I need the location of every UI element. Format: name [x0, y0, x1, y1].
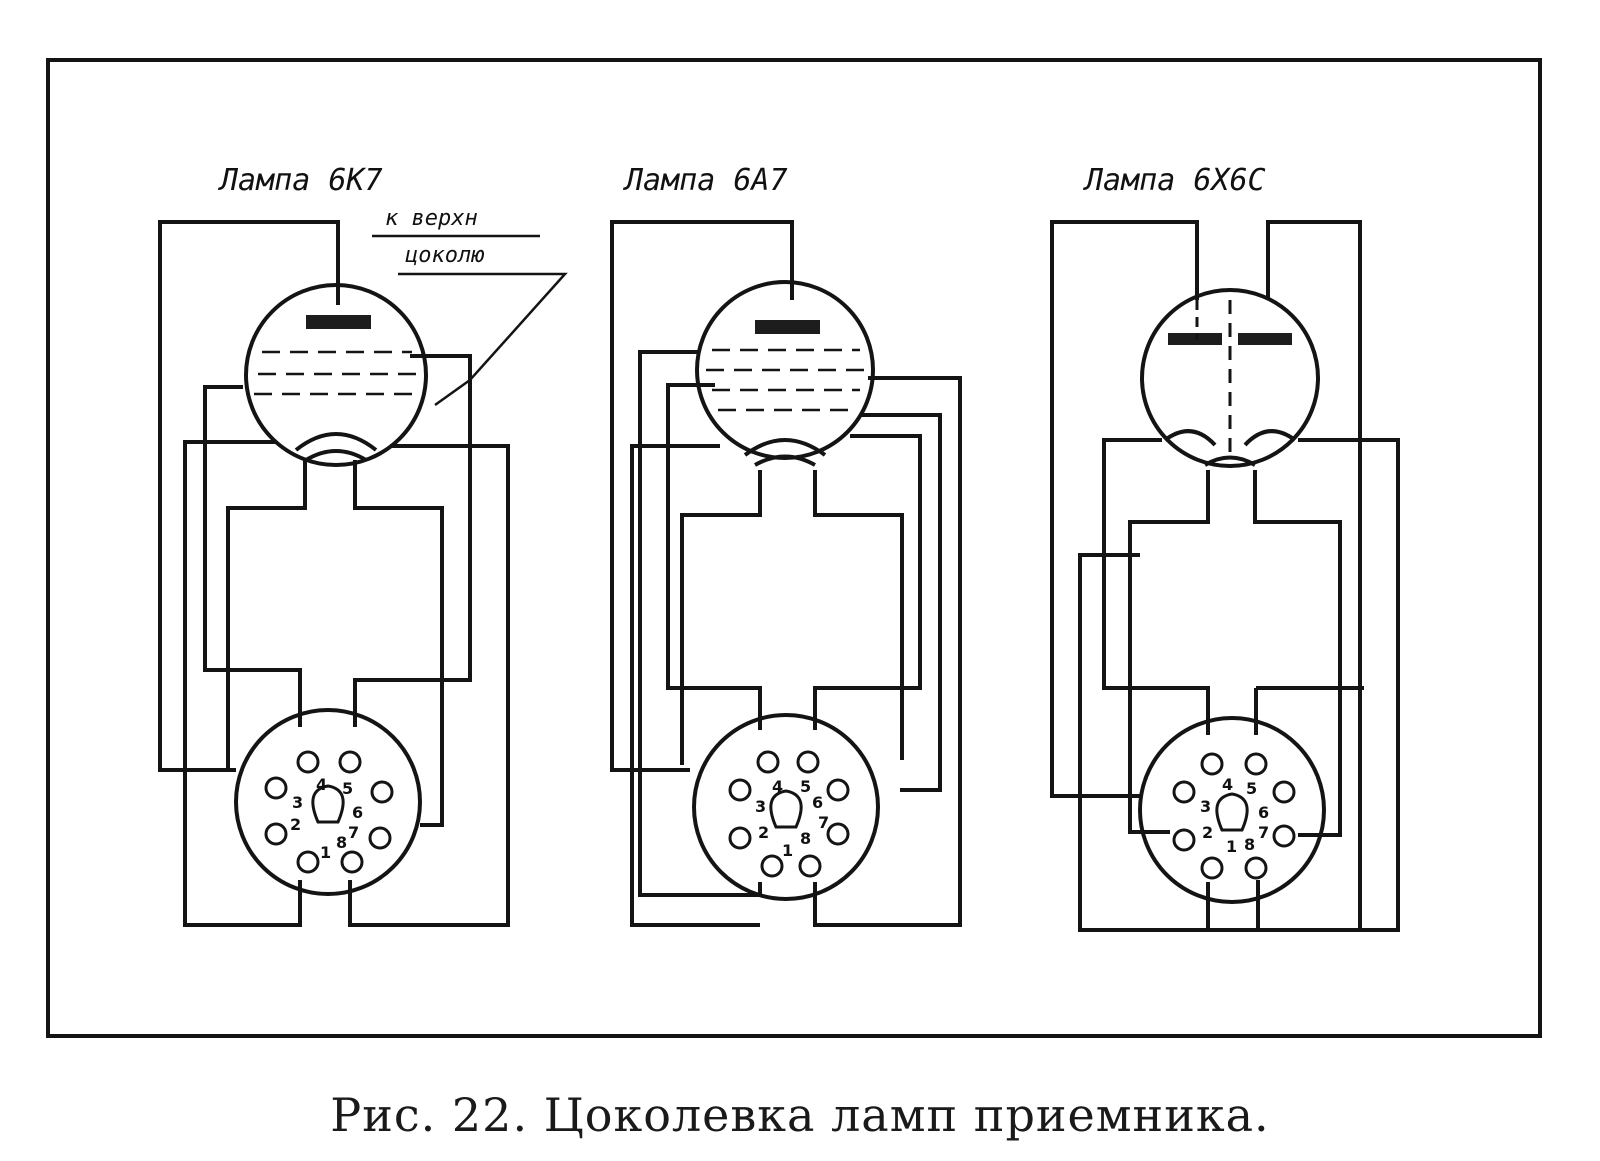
note-leader-line [398, 272, 568, 407]
tube-label-6x6s: Лампа 6Х6С [1082, 163, 1266, 198]
pin-6k7-7: 7 [348, 823, 392, 850]
svg-text:2: 2 [758, 823, 769, 842]
wiring-6k7 [158, 220, 510, 927]
svg-text:7: 7 [348, 823, 359, 842]
svg-text:1: 1 [1226, 837, 1237, 856]
pin-6x6s-4: 4 [1200, 752, 1233, 794]
svg-text:6: 6 [352, 803, 363, 822]
svg-text:2: 2 [1202, 823, 1213, 842]
pin-6a7-3: 3 [728, 778, 766, 816]
pin-6x6s-7: 7 [1258, 823, 1296, 848]
outer-frame [46, 58, 1542, 1038]
tube-label-6a7: Лампа 6А7 [622, 163, 788, 198]
top-cap-note-line2: цоколю [405, 243, 484, 268]
pin-6a7-6: 6 [812, 778, 850, 812]
plate-right-6x6s [1238, 333, 1292, 345]
pin-6x6s-8: 8 [1244, 835, 1268, 880]
pin-6a7-2: 2 [728, 823, 769, 850]
svg-text:8: 8 [336, 833, 347, 852]
pin-6a7-8: 8 [798, 829, 822, 878]
pin-6k7-2: 2 [264, 815, 301, 846]
figure-caption: Рис. 22. Цоколевка ламп приемника. [330, 1088, 1270, 1142]
top-cap-note-line1: к верхн [385, 206, 478, 231]
pin-6k7-4: 4 [296, 750, 327, 794]
svg-text:1: 1 [782, 841, 793, 860]
pin-6x6s-2: 2 [1172, 823, 1213, 852]
pin-6k7-6: 6 [352, 780, 394, 822]
svg-text:8: 8 [1244, 835, 1255, 854]
svg-text:7: 7 [818, 813, 829, 832]
socket-6a7 [692, 713, 880, 901]
top-cap-6a7 [755, 320, 820, 334]
svg-text:3: 3 [1200, 797, 1211, 816]
wiring-6a7 [610, 220, 962, 927]
plate-left-6x6s [1168, 333, 1222, 345]
socket-key-6a7 [769, 789, 803, 829]
pin-6a7-1: 1 [760, 841, 793, 878]
pin-6x6s-5: 5 [1244, 752, 1268, 798]
pin-6x6s-3: 3 [1172, 780, 1211, 816]
svg-text:1: 1 [320, 843, 331, 862]
svg-text:6: 6 [812, 793, 823, 812]
svg-text:4: 4 [1222, 775, 1233, 794]
pin-6k7-5: 5 [338, 750, 362, 798]
svg-text:5: 5 [1246, 779, 1257, 798]
tube-label-6k7: Лампа 6К7 [217, 163, 383, 198]
tube-6x6s: Лампа 6Х6С 1 2 3 4 5 6 7 8 [1050, 163, 1400, 932]
svg-text:3: 3 [755, 797, 766, 816]
svg-text:5: 5 [342, 779, 353, 798]
pin-6x6s-6: 6 [1258, 780, 1296, 822]
socket-6x6s [1138, 716, 1326, 904]
pin-6a7-5: 5 [796, 750, 820, 796]
top-cap-6k7 [306, 315, 371, 329]
tube-6k7: Лампа 6К7 к верхн цоколю 1 2 3 4 5 6 [158, 163, 568, 927]
svg-text:7: 7 [1258, 823, 1269, 842]
svg-text:4: 4 [316, 775, 327, 794]
pin-6a7-4: 4 [756, 750, 783, 796]
socket-key-6x6s [1215, 792, 1249, 832]
pin-6x6s-1: 1 [1200, 837, 1237, 880]
pin-6k7-8: 8 [336, 833, 364, 874]
svg-text:5: 5 [800, 777, 811, 796]
svg-text:4: 4 [772, 777, 783, 796]
wiring-6x6s [1050, 220, 1400, 932]
svg-text:3: 3 [292, 793, 303, 812]
pin-6k7-1: 1 [296, 843, 331, 874]
svg-text:8: 8 [800, 829, 811, 848]
svg-text:2: 2 [290, 815, 301, 834]
pin-6a7-7: 7 [818, 813, 850, 846]
tube-6a7: Лампа 6А7 1 2 3 4 5 6 7 8 [610, 163, 962, 927]
bulb-6x6s [1140, 288, 1320, 468]
svg-text:6: 6 [1258, 803, 1269, 822]
pin-6k7-3: 3 [264, 776, 303, 812]
socket-6k7 [234, 708, 422, 896]
socket-key-6k7 [311, 784, 345, 824]
